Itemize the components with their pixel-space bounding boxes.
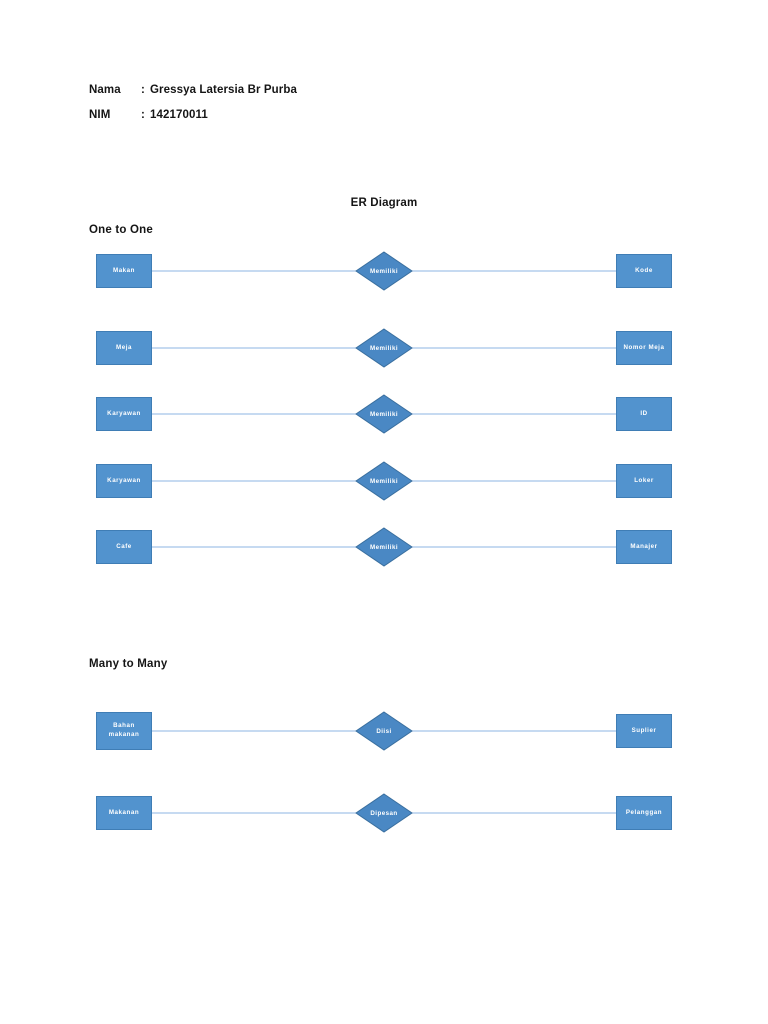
er-relationship-row: Meja Memiliki Nomor Meja [96,328,672,368]
entity-left[interactable]: Bahan makanan [96,712,152,750]
diamond-shape-icon [355,527,413,567]
entity-label: Makan [112,266,135,274]
student-name-line: Nama : Gressya Latersia Br Purba [89,84,609,96]
relationship-diamond[interactable]: Dipesan [355,793,413,833]
diamond-shape-icon [355,251,413,291]
relationship-diamond[interactable]: Memiliki [355,251,413,291]
er-relationship-row: Cafe Memiliki Manajer [96,527,672,567]
student-nim-value: 142170011 [150,109,208,121]
entity-right[interactable]: Loker [616,464,672,498]
entity-right[interactable]: ID [616,397,672,431]
student-nim-separator: : [141,109,145,121]
entity-label: Suplier [631,726,657,734]
diamond-shape-icon [355,328,413,368]
entity-right[interactable]: Pelanggan [616,796,672,830]
entity-right[interactable]: Manajer [616,530,672,564]
entity-label: Bahan makanan [108,722,140,738]
student-name-label: Nama [89,84,121,96]
entity-label: Kode [635,266,653,274]
entity-right[interactable]: Kode [616,254,672,288]
entity-label: Karyawan [107,476,141,484]
entity-left[interactable]: Makan [96,254,152,288]
student-name-value: Gressya Latersia Br Purba [150,84,297,96]
section-heading-many-to-many: Many to Many [89,658,168,670]
student-nim-line: NIM : 142170011 [89,109,609,121]
er-relationship-row: Makanan Dipesan Pelanggan [96,793,672,833]
entity-left[interactable]: Meja [96,331,152,365]
er-relationship-row: Makan Memiliki Kode [96,251,672,291]
entity-left[interactable]: Karyawan [96,397,152,431]
student-name-separator: : [141,84,145,96]
entity-label: Makanan [108,808,140,816]
entity-left[interactable]: Makanan [96,796,152,830]
section-heading-one-to-one: One to One [89,224,153,236]
entity-label: Karyawan [107,409,141,417]
relationship-diamond[interactable]: Memiliki [355,461,413,501]
entity-label: Loker [634,476,654,484]
relationship-diamond[interactable]: Memiliki [355,328,413,368]
page-title: ER Diagram [350,197,418,209]
relationship-diamond[interactable]: Memiliki [355,527,413,567]
entity-label: Nomor Meja [623,343,665,351]
diamond-shape-icon [355,711,413,751]
entity-right[interactable]: Suplier [616,714,672,748]
entity-label: ID [640,409,648,417]
diamond-shape-icon [355,394,413,434]
entity-left[interactable]: Cafe [96,530,152,564]
relationship-diamond[interactable]: Diisi [355,711,413,751]
er-relationship-row: Karyawan Memiliki ID [96,394,672,434]
diamond-shape-icon [355,461,413,501]
er-relationship-row: Karyawan Memiliki Loker [96,461,672,501]
er-relationship-row: Bahan makanan Diisi Suplier [96,711,672,751]
entity-label: Cafe [116,542,132,550]
entity-label: Meja [116,343,132,351]
student-nim-label: NIM [89,109,111,121]
entity-label: Pelanggan [625,808,663,816]
diamond-shape-icon [355,793,413,833]
student-info-block: Nama : Gressya Latersia Br Purba NIM : 1… [89,84,609,134]
entity-right[interactable]: Nomor Meja [616,331,672,365]
entity-label: Manajer [630,542,658,550]
relationship-diamond[interactable]: Memiliki [355,394,413,434]
entity-left[interactable]: Karyawan [96,464,152,498]
